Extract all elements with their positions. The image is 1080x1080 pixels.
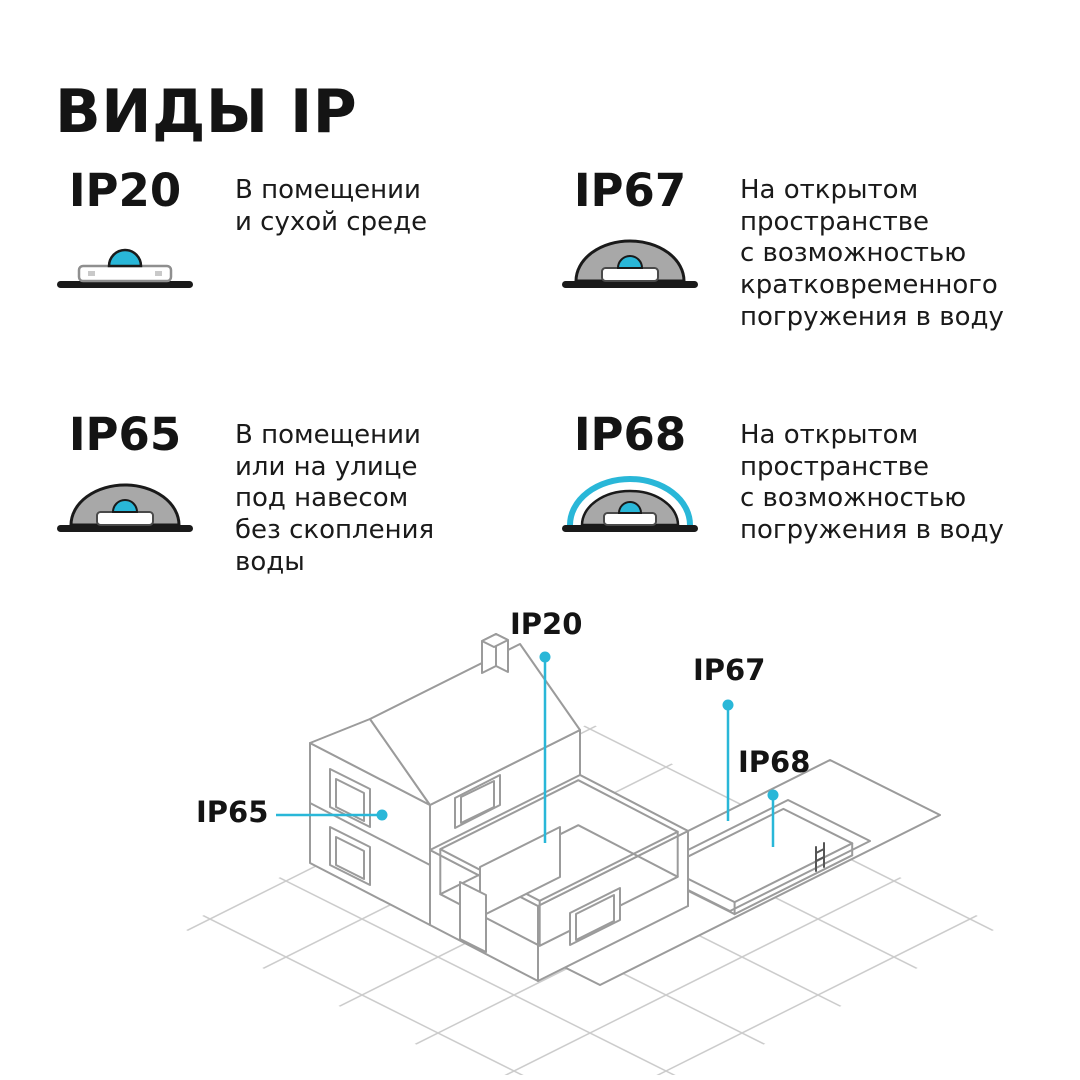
ip67-dot bbox=[722, 699, 734, 711]
led-strip-open-icon bbox=[57, 248, 193, 288]
page-title: ВИДЫ IP bbox=[55, 77, 358, 148]
house-label-ip67: IP67 bbox=[693, 653, 766, 687]
ip65-description: В помещении или на улице под навесом без… bbox=[235, 420, 435, 577]
ip20-dot bbox=[539, 651, 551, 663]
ip65-badge: IP65 bbox=[50, 412, 200, 533]
house-label-ip68: IP68 bbox=[738, 745, 811, 779]
window bbox=[329, 826, 371, 886]
ip65-dot bbox=[376, 809, 388, 821]
leader-lines bbox=[276, 651, 779, 847]
ip68-description: На открытом пространстве с возможностью … bbox=[740, 420, 1004, 546]
door bbox=[459, 881, 487, 953]
led-strip-cyan-dome-icon bbox=[562, 476, 698, 532]
led-strip-gray-dome-icon bbox=[57, 483, 193, 532]
interior-partition-wall bbox=[479, 826, 561, 918]
ip67-code: IP67 bbox=[573, 164, 687, 217]
window bbox=[454, 774, 501, 829]
ip67-description: На открытом пространстве с возможностью … bbox=[740, 175, 1004, 332]
ip68-dot bbox=[767, 789, 779, 801]
window bbox=[569, 887, 621, 946]
window-pane bbox=[335, 778, 365, 822]
window-pane bbox=[460, 780, 495, 824]
house bbox=[309, 633, 689, 982]
window-pane bbox=[575, 894, 615, 941]
house-label-ip65: IP65 bbox=[196, 795, 269, 829]
ip68-code: IP68 bbox=[573, 408, 687, 461]
floor-divider-line bbox=[309, 802, 431, 866]
wing-interior bbox=[439, 779, 679, 947]
window-pane bbox=[335, 836, 365, 880]
house-label-ip20: IP20 bbox=[510, 607, 583, 641]
ip67-badge: IP67 bbox=[555, 168, 705, 289]
led-strip-gray-dome-icon bbox=[562, 239, 698, 288]
house-illustration bbox=[180, 633, 1000, 1075]
ip68-badge: IP68 bbox=[555, 412, 705, 533]
ip65-code: IP65 bbox=[68, 408, 182, 461]
window bbox=[329, 768, 371, 828]
pool-ladder-icon bbox=[815, 842, 825, 872]
chimney bbox=[481, 633, 509, 674]
ip20-code: IP20 bbox=[68, 164, 182, 217]
ip20-badge: IP20 bbox=[50, 168, 200, 289]
ip20-description: В помещении и сухой среде bbox=[235, 175, 428, 237]
roof-plane bbox=[369, 643, 581, 806]
